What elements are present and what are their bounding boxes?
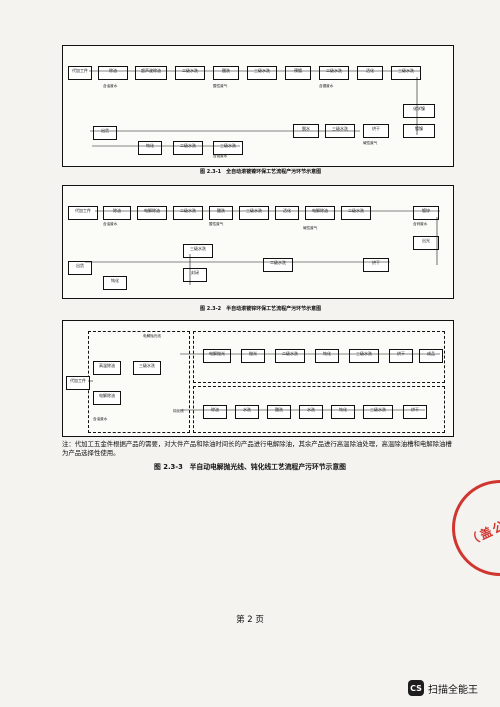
fig1-label-3: 含铬废水 <box>213 154 228 158</box>
fig1-node-6: 预镀 <box>285 66 311 80</box>
scanner-watermark: CS 扫描全能王 <box>408 680 478 696</box>
fig1-node-3: 二级水洗 <box>175 66 205 80</box>
fig2-node-12: 出货 <box>68 261 92 275</box>
figure-2-frame: 代加工件 除油 电解除油 二级水洗 酸洗 三级水洗 活化 电解除油 二级水洗 镀… <box>62 185 454 299</box>
fig1-node-0: 代加工件 <box>68 66 92 80</box>
fig2-node-11: 烘干 <box>363 258 389 272</box>
fig1-node-11: 镀镍 <box>403 124 435 138</box>
fig1-label-1: 酸性废气 <box>213 84 228 88</box>
fig1-node-7: 二级水洗 <box>319 66 349 80</box>
fig2-node-8: 二级水洗 <box>341 206 371 220</box>
fig2-node-1: 除油 <box>103 206 131 220</box>
fig2-node-3: 二级水洗 <box>173 206 203 220</box>
seal-text: （盖公章） <box>464 505 500 549</box>
fig1-node-4: 酸洗 <box>213 66 239 80</box>
fig3-node-l2: 三级水洗 <box>133 361 161 375</box>
fig2-node-13: 钝化 <box>103 276 127 290</box>
fig2-node-16: 二级水洗 <box>263 258 293 272</box>
page-number: 第 2 页 <box>236 615 264 625</box>
fig3-label-5: 含油废水 <box>93 417 108 421</box>
fig3-node-l1: 高温除油 <box>93 361 121 375</box>
watermark-text: 扫描全能王 <box>428 684 478 696</box>
fig2-node-15: 封闭 <box>183 268 207 282</box>
fig1-label-0: 含油废水 <box>103 84 118 88</box>
fig1-node-12: 烘干 <box>363 124 389 138</box>
fig3-node-13: 三级水洗 <box>363 405 393 419</box>
fig1-node-13: 出货 <box>93 126 117 140</box>
figure-3-frame: 电解抛光线 钝化线 代加工件 高温除油 三级水洗 电解除油 含油废水 电解抛光 … <box>62 320 454 437</box>
fig3-node-9: 水洗 <box>235 405 259 419</box>
camscanner-logo-icon: CS <box>408 680 424 696</box>
fig1-node-2: 超声波除油 <box>135 66 167 80</box>
fig3-node-11: 水洗 <box>299 405 323 419</box>
footnote: 注：代加工五金件根据产品的需要，对大件产品和除油时间长的产品进行电解除油，其余产… <box>62 440 452 457</box>
fig3-node-8: 除油 <box>203 405 227 419</box>
fig3-label-0: 电解抛光线 <box>143 334 161 338</box>
fig3-dashed-bottom <box>193 386 445 433</box>
fig1-node-10: 化学镍 <box>403 104 435 118</box>
fig2-node-2: 电解除油 <box>137 206 167 220</box>
fig3-node-l3: 电解除油 <box>93 391 121 405</box>
fig3-node-0: 代加工件 <box>66 376 90 390</box>
fig2-node-7: 电解除油 <box>305 206 335 220</box>
fig2-label-3: 碱性废气 <box>303 226 318 230</box>
fig3-node-7: 成品 <box>419 349 443 363</box>
figure-2-caption: 图 2.3-2 半自动滚镀锌环保工艺流程产污环节示意图 <box>200 306 322 312</box>
fig2-node-0: 代加工件 <box>68 206 98 220</box>
fig3-node-1: 电解抛光 <box>203 349 231 363</box>
fig1-label-4: 碱性废气 <box>363 141 378 145</box>
fig1-node-8: 活化 <box>357 66 383 80</box>
figure-3-caption: 图 2.3-3 半自动电解抛光线、钝化线工艺流程产污环节示意图 <box>154 463 346 471</box>
fig2-node-10: 出光 <box>413 236 439 250</box>
fig3-label-1: 钝化线 <box>173 409 184 413</box>
fig3-dashed-top <box>193 331 445 383</box>
fig3-node-12: 钝化 <box>331 405 355 419</box>
figure-1-caption: 图 2.3-1 全自动滚镀镍环保工艺流程产污环节示意图 <box>200 169 322 175</box>
fig1-node-9: 三级水洗 <box>391 66 421 80</box>
fig2-node-4: 酸洗 <box>209 206 233 220</box>
fig2-node-5: 三级水洗 <box>239 206 269 220</box>
fig3-node-10: 酸洗 <box>267 405 291 419</box>
fig3-node-4: 钝化 <box>315 349 339 363</box>
fig3-node-2: 抛光 <box>241 349 265 363</box>
fig2-node-9: 镀锌 <box>413 206 439 220</box>
fig2-node-6: 活化 <box>275 206 299 220</box>
fig3-node-3: 二级水洗 <box>275 349 305 363</box>
fig1-node-5: 三级水洗 <box>247 66 277 80</box>
fig3-node-14: 烘干 <box>403 405 427 419</box>
fig1-label-2: 含镍废水 <box>319 84 334 88</box>
figure-1-frame: 代加工件 除油 超声波除油 二级水洗 酸洗 三级水洗 预镀 二级水洗 活化 三级… <box>62 45 454 167</box>
fig1-node-15: 二级水洗 <box>173 141 203 155</box>
fig1-node-14: 钝化 <box>138 141 162 155</box>
fig3-node-6: 烘干 <box>389 349 413 363</box>
fig2-label-0: 含油废水 <box>103 222 118 226</box>
fig2-node-14: 三级水洗 <box>183 244 213 258</box>
fig3-node-5: 三级水洗 <box>349 349 379 363</box>
fig1-node-1: 除油 <box>98 66 128 80</box>
fig2-label-1: 酸性废气 <box>209 222 224 226</box>
fig1-node-16: 三级水洗 <box>213 141 243 155</box>
fig2-label-2: 含锌废水 <box>413 222 428 226</box>
